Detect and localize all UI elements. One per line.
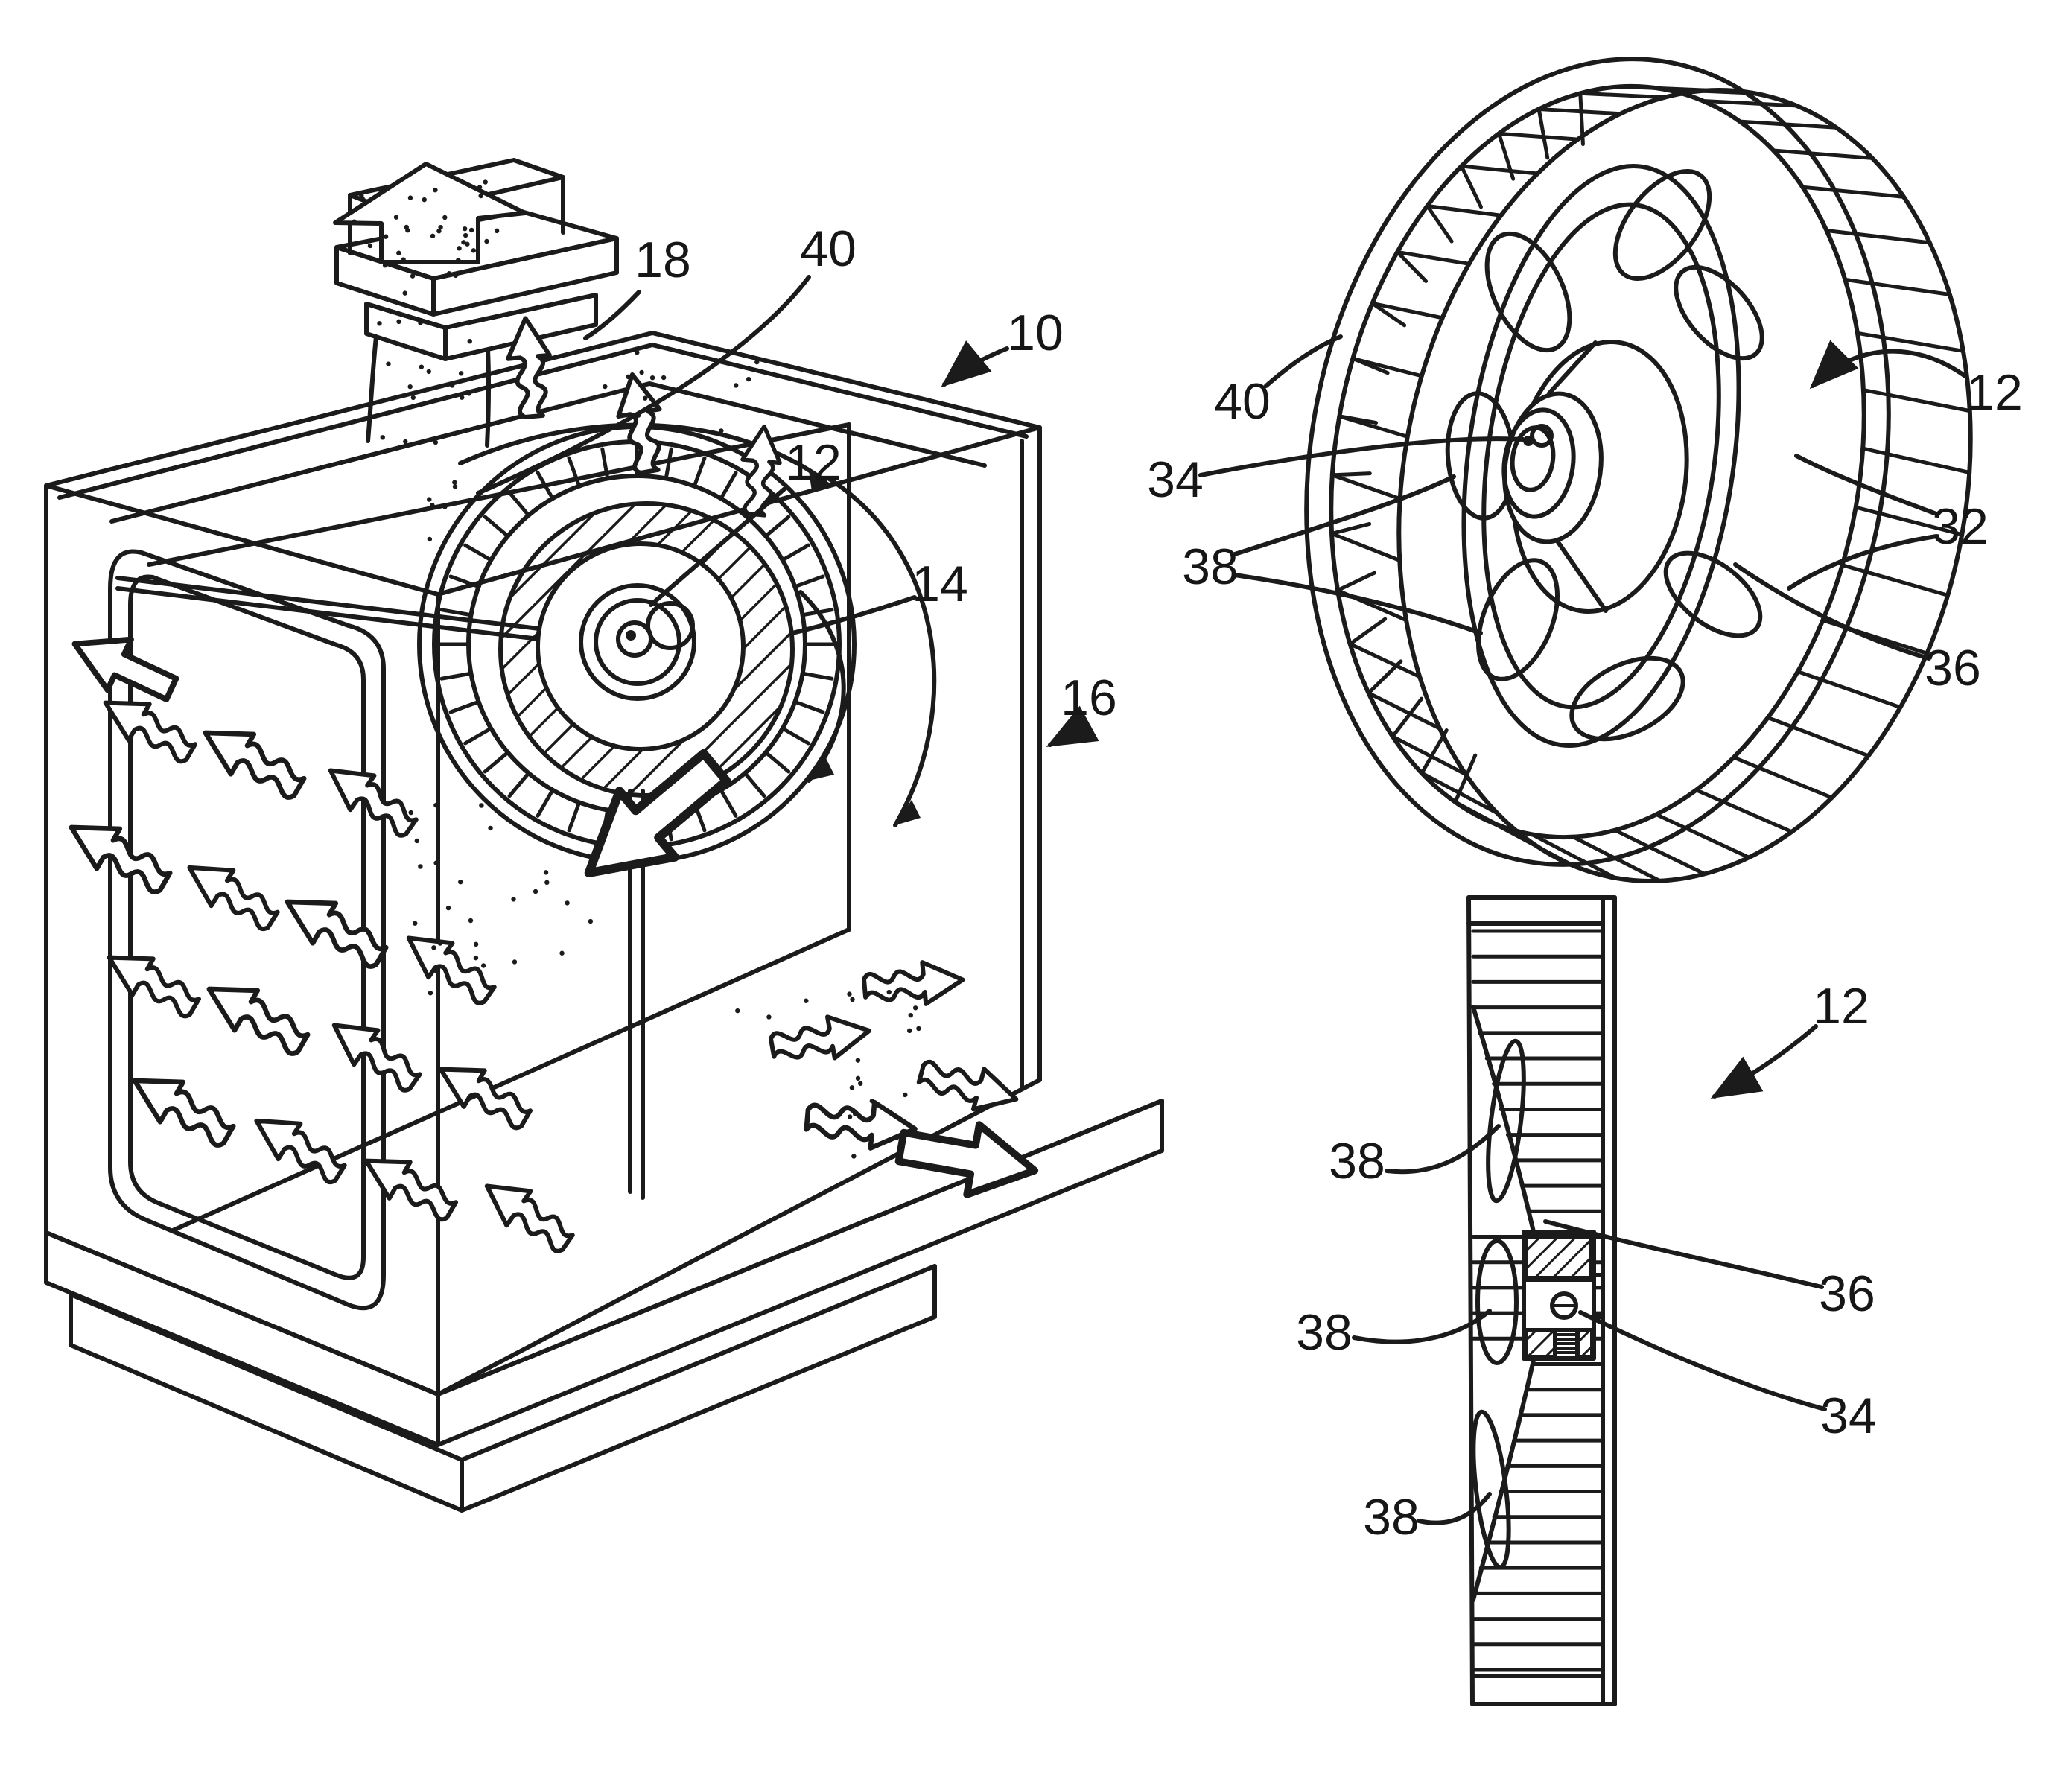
back-plate-profile (1471, 1005, 1536, 1602)
ref-label-40: 40 (800, 220, 857, 277)
ref-label-36: 36 (1819, 1265, 1875, 1322)
hub-section (1522, 1230, 1605, 1361)
ref-label-18: 18 (635, 232, 691, 288)
ref-label-38: 38 (1296, 1304, 1353, 1361)
ref-label-34: 34 (1820, 1388, 1877, 1444)
fig3-leaders (1352, 1024, 1827, 1525)
ref-label-32: 32 (1932, 498, 1989, 555)
ref-label-34: 34 (1147, 451, 1204, 508)
lower-hole (1471, 1409, 1511, 1570)
oven-isometric-figure: 18 40 10 12 14 16 (44, 158, 1164, 1513)
internal-blower-wheel (417, 425, 857, 864)
ref-label-12: 12 (785, 434, 842, 491)
wheel-rim (1304, 57, 1973, 883)
side-view-blades (1471, 929, 1605, 1672)
oven-cabinet (44, 331, 1042, 1396)
ref-label-40: 40 (1214, 373, 1271, 430)
ref-label-10: 10 (1007, 305, 1064, 361)
upper-hole (1486, 1038, 1526, 1204)
fig2-leaders (1198, 334, 1968, 661)
wheel-blades (1329, 84, 1972, 883)
blower-wheel-perspective-figure: 40 34 38 12 32 36 (1147, 57, 2023, 883)
ref-label-12: 12 (1813, 978, 1869, 1035)
wheel-hub (1501, 340, 1689, 614)
fig1-leaders (476, 275, 1099, 747)
ref-label-38: 38 (1182, 538, 1239, 595)
ref-label-36: 36 (1925, 640, 1981, 696)
vent-duct (334, 158, 619, 448)
ref-label-16: 16 (1061, 670, 1117, 726)
oven-base (44, 1099, 1164, 1513)
ref-label-38: 38 (1329, 1133, 1385, 1189)
middle-hole (1475, 1239, 1519, 1365)
ref-label-12: 12 (1966, 364, 2023, 421)
blower-wheel-side-figure: 12 38 36 38 34 38 (1296, 895, 1877, 1706)
ref-label-38: 38 (1363, 1489, 1420, 1545)
ref-label-14: 14 (912, 556, 968, 612)
exhaust-arrow (333, 162, 527, 264)
